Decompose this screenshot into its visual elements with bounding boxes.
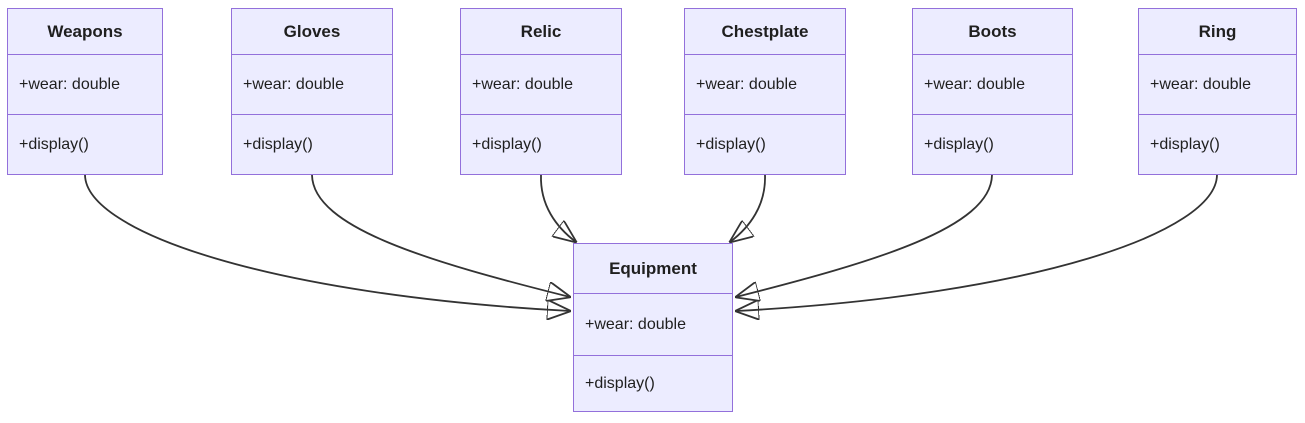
class-name: Gloves [232, 9, 392, 55]
class-box-equipment: Equipment +wear: double +display() [573, 243, 733, 412]
class-name: Boots [913, 9, 1072, 55]
class-name: Equipment [574, 244, 732, 294]
class-method: +display() [243, 135, 313, 153]
edge-relic-to-equipment [540, 174, 576, 242]
edge-boots-to-equipment [736, 174, 993, 297]
class-method: +display() [585, 374, 655, 392]
class-box-relic: Relic +wear: double +display() [460, 8, 622, 175]
class-name: Relic [461, 9, 621, 55]
class-method: +display() [924, 135, 994, 153]
class-box-weapons: Weapons +wear: double +display() [7, 8, 163, 175]
class-method: +display() [19, 135, 89, 153]
class-name: Ring [1139, 9, 1296, 55]
edge-gloves-to-equipment [311, 174, 570, 297]
class-box-boots: Boots +wear: double +display() [912, 8, 1073, 175]
class-attribute: +wear: double [913, 55, 1072, 115]
edge-ring-to-equipment [736, 174, 1218, 311]
class-method: +display() [472, 135, 542, 153]
edge-weapons-to-equipment [84, 174, 570, 311]
class-attribute: +wear: double [8, 55, 162, 115]
class-name: Chestplate [685, 9, 845, 55]
class-attribute: +wear: double [461, 55, 621, 115]
class-name: Weapons [8, 9, 162, 55]
class-box-ring: Ring +wear: double +display() [1138, 8, 1297, 175]
class-attribute: +wear: double [1139, 55, 1296, 115]
class-box-gloves: Gloves +wear: double +display() [231, 8, 393, 175]
class-attribute: +wear: double [685, 55, 845, 115]
class-attribute: +wear: double [232, 55, 392, 115]
class-method: +display() [696, 135, 766, 153]
class-box-chestplate: Chestplate +wear: double +display() [684, 8, 846, 175]
class-method: +display() [1150, 135, 1220, 153]
class-attribute: +wear: double [574, 294, 732, 356]
edge-chestplate-to-equipment [730, 174, 766, 242]
